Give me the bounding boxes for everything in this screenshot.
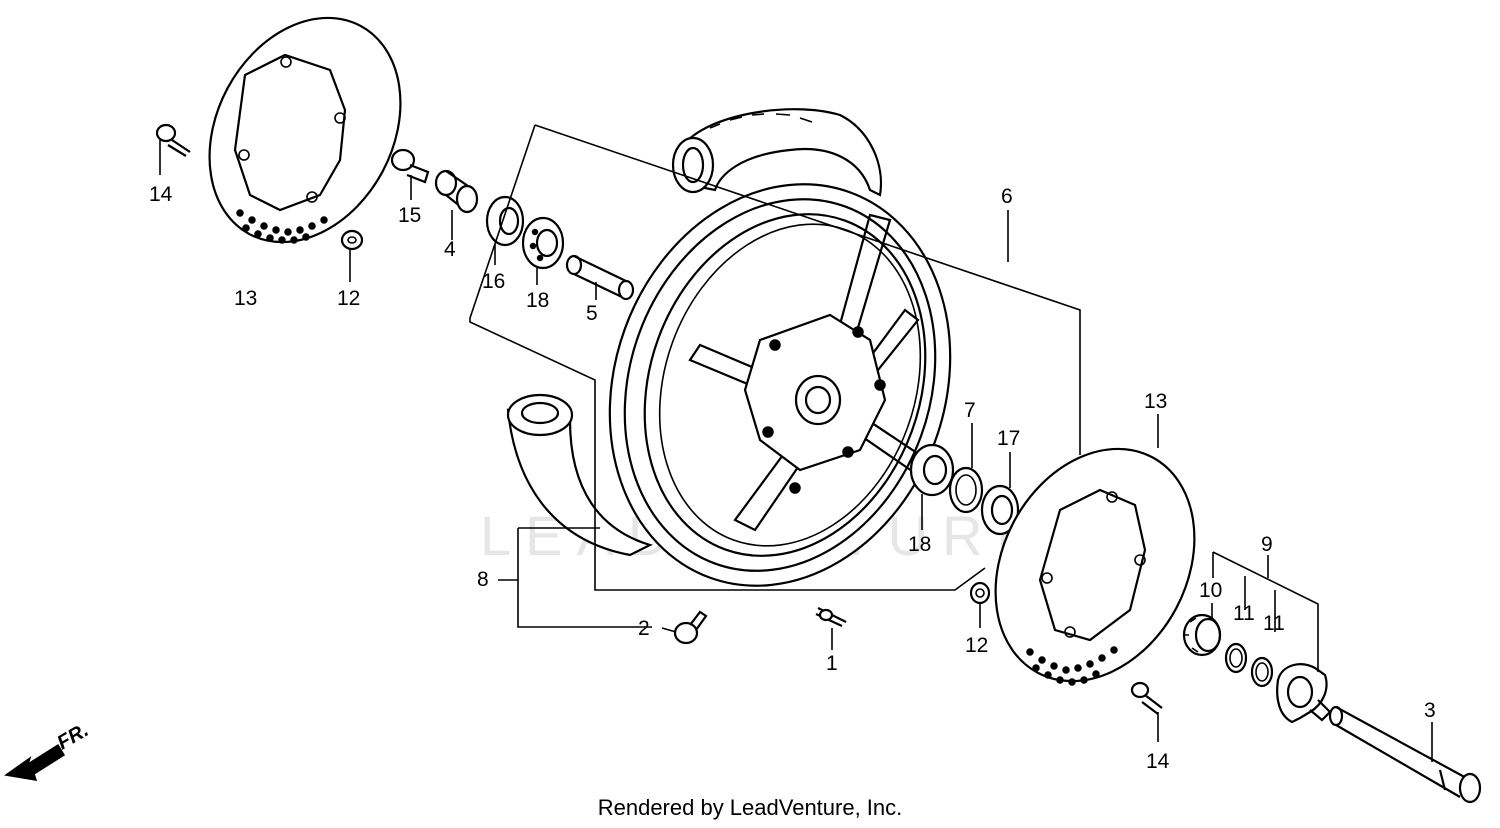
callout-18-upper: 18 [526, 289, 549, 312]
bearing-18-lower [909, 443, 955, 530]
collar-4 [434, 169, 479, 240]
brake-disc-left [208, 16, 402, 244]
callout-14-left: 14 [149, 183, 173, 206]
callout-16: 16 [482, 270, 505, 293]
callout-1: 1 [826, 652, 838, 675]
callout-8: 8 [477, 568, 489, 591]
footer-credit: Rendered by LeadVenture, Inc. [597, 795, 903, 820]
callout-4: 4 [444, 238, 456, 261]
callout-14-right: 14 [1146, 750, 1170, 773]
disc-bolt-left [155, 123, 191, 175]
oil-seal-17 [980, 452, 1020, 536]
callout-18-lower: 18 [908, 533, 931, 556]
disc-bolt-right [1130, 681, 1163, 742]
speedometer-gearbox-9 [1212, 551, 1332, 724]
axle-3 [1328, 705, 1482, 804]
callout-2: 2 [638, 617, 650, 640]
front-direction-arrow-icon: FR. [4, 719, 92, 781]
callout-6: 6 [1001, 185, 1013, 208]
callout-5: 5 [586, 302, 598, 325]
callout-13-right: 13 [1144, 390, 1167, 413]
callout-9: 9 [1261, 533, 1273, 556]
callout-10: 10 [1199, 579, 1222, 602]
circlip-7 [948, 423, 984, 514]
speedometer-gear-10 [1182, 603, 1222, 657]
callout-13-left: 13 [234, 287, 257, 310]
callout-17: 17 [997, 427, 1020, 450]
tire-lower [506, 393, 653, 557]
washers-11 [1224, 576, 1276, 688]
callout-12-left: 12 [337, 287, 360, 310]
callout-11-b: 11 [1263, 612, 1285, 635]
group-bracket-8 [498, 527, 652, 628]
callout-11-a: 11 [1233, 602, 1255, 625]
washer-right [969, 581, 991, 628]
valve-core-1 [815, 607, 847, 650]
wheel-hub [688, 213, 937, 532]
valve-stem-2 [661, 610, 708, 645]
bearing-16 [485, 195, 525, 265]
callout-7: 7 [964, 399, 976, 422]
spacer-5 [565, 254, 635, 301]
callout-12-right: 12 [965, 634, 988, 657]
bolt-15 [390, 148, 430, 200]
washer-left [340, 229, 364, 282]
bearing-18-upper [521, 216, 565, 285]
brake-disc-right [994, 414, 1196, 686]
callout-15: 15 [398, 204, 421, 227]
group-bracket-6 [469, 124, 1081, 591]
tire-upper [671, 108, 882, 197]
callout-3: 3 [1424, 699, 1436, 722]
